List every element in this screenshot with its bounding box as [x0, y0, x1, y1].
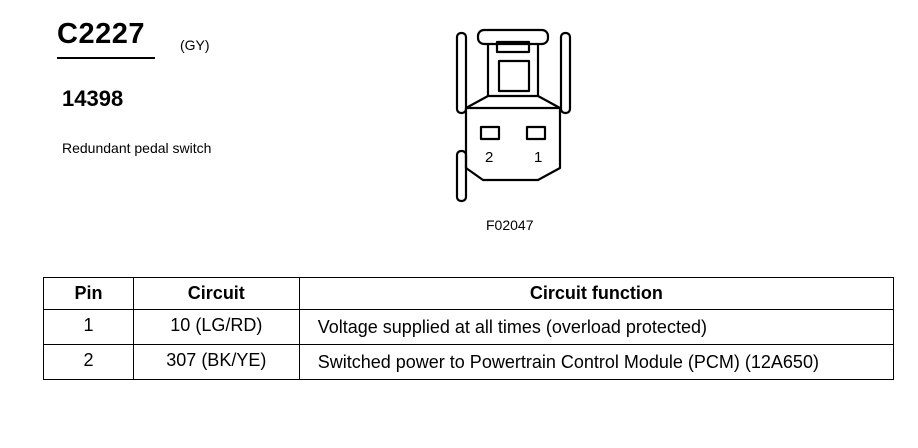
pin-cell: 2: [43, 344, 134, 380]
left-latch: [455, 31, 468, 115]
connector-description: Redundant pedal switch: [62, 140, 212, 156]
pin-cell: 1: [43, 309, 134, 345]
header-pin: Pin: [43, 277, 134, 310]
lower-left-latch: [455, 149, 468, 203]
right-latch: [559, 31, 572, 115]
connector-id-underline: [57, 57, 155, 59]
pin-1-socket: [525, 125, 547, 141]
pin-1-label: 1: [534, 149, 542, 166]
pin-2-socket: [479, 125, 501, 141]
connector-color: (GY): [180, 37, 210, 53]
connector-id: C2227: [57, 18, 145, 50]
circuit-cell: 307 (BK/YE): [132, 344, 300, 380]
upper-body: [486, 43, 540, 98]
pin-2-label: 2: [485, 149, 493, 166]
circuit-function-cell: Switched power to Powertrain Control Mod…: [298, 344, 895, 380]
header-circuit-function: Circuit function: [298, 277, 895, 310]
table-row: 2 307 (BK/YE) Switched power to Powertra…: [43, 344, 895, 380]
part-number: 14398: [62, 86, 124, 111]
top-cap: [476, 28, 550, 46]
table-header-row: Pin Circuit Circuit function: [43, 277, 895, 310]
connector-face-diagram: 2 1: [455, 28, 572, 203]
center-window: [497, 59, 531, 93]
circuit-function-cell: Voltage supplied at all times (overload …: [298, 309, 895, 345]
circuit-cell: 10 (LG/RD): [132, 309, 300, 345]
pinout-table: Pin Circuit Circuit function 1 10 (LG/RD…: [43, 277, 895, 380]
pin-body: [464, 106, 562, 182]
figure-code: F02047: [486, 217, 534, 233]
top-slot: [495, 40, 531, 54]
header-circuit: Circuit: [132, 277, 300, 310]
table-row: 1 10 (LG/RD) Voltage supplied at all tim…: [43, 309, 895, 345]
